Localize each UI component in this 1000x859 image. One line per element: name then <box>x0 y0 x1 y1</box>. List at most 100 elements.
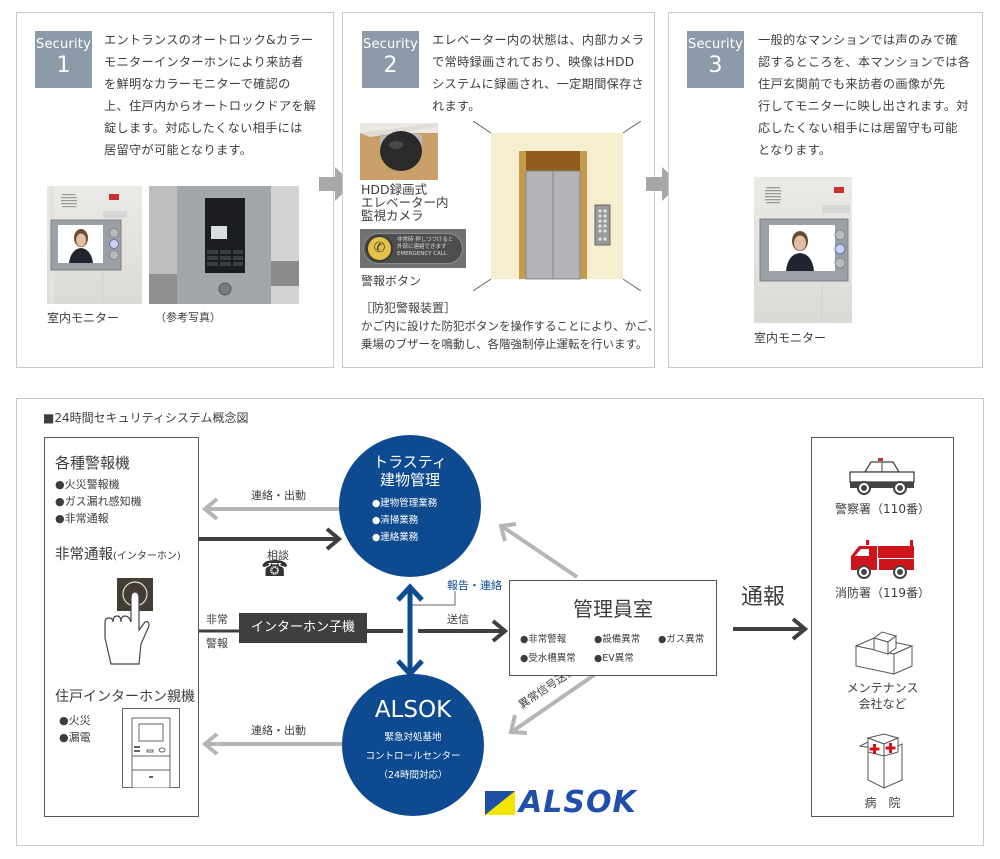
security-badge-2: Security 2 <box>362 31 419 88</box>
flow-arrow-right-icon <box>319 167 353 201</box>
manager-room-item: ●EV異常 <box>594 653 634 664</box>
desc-line: 認するところを、本マンションでは各 <box>758 55 971 69</box>
desc-line: となります。 <box>758 143 832 157</box>
manager-room-item: ●非常警報 <box>520 634 567 645</box>
alarms-items: ●火災警報機 ●ガス漏れ感知機 ●非常通報 <box>55 476 142 527</box>
alsok-line: （24時間対応） <box>378 770 448 781</box>
indoor-monitor-photo <box>47 186 142 304</box>
police-label: 警察署（110番） <box>835 502 930 516</box>
security-card-1: Security 1 エントランスのオートロック&カラー モニターインターホンに… <box>16 12 334 368</box>
police-car-icon <box>849 458 915 495</box>
device-desc-line: 乗場のブザーを鳴動し、各階強制停止運転を行います。 <box>361 337 648 351</box>
report-contact-label: 報告・連絡 <box>447 579 502 592</box>
security-badge-3: Security 3 <box>687 31 744 88</box>
desc-line: モニターインターホンにより来訪者 <box>104 55 304 69</box>
alarm-devices-box: 各種警報機 ●火災警報機 ●ガス漏れ感知機 ●非常通報 非常通報(インターホン)… <box>44 437 199 817</box>
contact-dispatch-top-label: 連絡・出動 <box>251 489 306 502</box>
intercom-master-unit-icon <box>122 708 180 788</box>
indoor-monitor-caption: 室内モニター <box>754 331 827 345</box>
indoor-monitor-caption: 室内モニター <box>47 311 120 325</box>
emergency-sub: (インターホン) <box>113 551 181 562</box>
alarm-button-photo: ✆ 非常時 押しつづけると 外部に連絡できます EMERGENCY CALL <box>360 229 466 268</box>
security-device-title: ［防犯警報装置］ <box>360 301 457 315</box>
diagram-title: ■24時間セキュリティシステム概念図 <box>43 411 249 425</box>
trusty-management-circle: トラスティ 建物管理 ●建物管理業務 ●清掃業務 ●連絡業務 <box>339 435 481 577</box>
desc-line: 居留守が可能となります。 <box>104 143 253 157</box>
desc-line: 応したくない相手には居留守も可能 <box>758 121 958 135</box>
badge-number: 1 <box>56 53 71 78</box>
badge-label: Security <box>688 37 743 52</box>
intercom-master-items: ●火災 ●漏電 <box>59 712 91 746</box>
badge-number: 2 <box>383 53 398 78</box>
caption-line: HDD録画式 <box>361 182 428 197</box>
alsok-line: 緊急対処基地 <box>384 732 442 743</box>
telephone-icon: ☎ <box>261 557 289 582</box>
device-desc-line: かご内に設けた防犯ボタンを操作することにより、かご、 <box>361 319 660 333</box>
notify-arrow <box>733 617 809 641</box>
caption-line: 監視カメラ <box>361 208 424 223</box>
desc-line: システムに録画され、一定期間保存さ <box>432 77 645 91</box>
alsok-logo-mark-icon <box>485 791 515 815</box>
security-card-3: Security 3 一般的なマンションでは声のみで確 認するところを、本マンシ… <box>668 12 983 368</box>
hospital-label: 病 院 <box>864 796 901 810</box>
alarm-text: EMERGENCY CALL <box>397 251 447 257</box>
emergency-alarm-line <box>199 619 509 643</box>
external-services-box: 警察署（110番） 消防署（119番） メンテナンス <box>811 437 954 817</box>
manager-room-title: 管理員室 <box>573 597 653 621</box>
manager-room-box: 管理員室 ●非常警報 ●設備異常 ●ガス異常 ●受水槽異常 ●EV異常 <box>509 580 717 676</box>
security-device-description: かご内に設けた防犯ボタンを操作することにより、かご、 乗場のブザーを鳴動し、各階… <box>361 317 659 353</box>
desc-line: で常時録画されており、映像はHDD <box>432 55 635 69</box>
alsok-control-center-circle: ALSOK 緊急対処基地 コントロールセンター （24時間対応） <box>342 674 484 816</box>
trusty-title-1: トラスティ <box>373 453 447 471</box>
alarm-item: ●ガス漏れ感知機 <box>55 495 142 508</box>
trusty-item: ●建物管理業務 <box>372 498 438 509</box>
desc-line: 行してモニターに映し出されます。対 <box>758 99 969 113</box>
desc-line: を鮮明なカラーモニターで確認の <box>104 77 291 91</box>
intercom-item: ●漏電 <box>59 731 91 744</box>
card-description: 一般的なマンションでは声のみで確 認するところを、本マンションでは各 住戸玄関前… <box>758 29 983 161</box>
contact-dispatch-bottom-arrow <box>201 732 347 756</box>
elevator-illustration <box>473 121 641 291</box>
notify-label: 通報 <box>741 585 786 610</box>
caption-line: エレベーター内 <box>361 195 449 210</box>
security-card-2: Security 2 エレベーター内の状態は、内部カメラ で常時録画されており、… <box>342 12 659 368</box>
alsok-logo: ALSOK <box>485 786 661 820</box>
alarm-item: ●火災警報機 <box>55 478 120 491</box>
security-badge-1: Security 1 <box>35 31 92 88</box>
reference-photo-caption: （参考写真） <box>155 311 221 324</box>
desc-line: 錠します。対応したくない相手には <box>104 121 303 135</box>
diagram-connectors <box>199 497 809 756</box>
alarm-item: ●非常通報 <box>55 512 109 525</box>
hospital-icon <box>858 733 903 789</box>
emergency-title: 非常通報 <box>55 547 113 563</box>
indoor-monitor-photo <box>754 177 852 323</box>
alarms-title: 各種警報機 <box>55 454 131 472</box>
maintenance-label: メンテナンス 会社など <box>812 680 953 712</box>
badge-number: 3 <box>708 53 723 78</box>
alarm-text: 非常時 押しつづけると <box>397 237 454 243</box>
alsok-line: コントロールセンター <box>365 751 461 762</box>
desc-line: 住戸玄関前でも来訪者の画像が先 <box>758 77 946 91</box>
emergency-call-title: 非常通報(インターホン) <box>55 543 181 564</box>
intercom-master-title: 住戸インターホン親機 <box>55 689 195 705</box>
manager-room-item: ●受水槽異常 <box>520 653 576 664</box>
emergency-label-2: 警報 <box>206 637 228 650</box>
contact-dispatch-top-arrow <box>201 497 347 521</box>
card-description: エントランスのオートロック&カラー モニターインターホンにより来訪者 を鮮明なカ… <box>104 29 334 161</box>
entrance-panel-photo <box>149 186 299 304</box>
phone-icon: ✆ <box>366 235 393 262</box>
desc-line: 上、住戸内からオートロックドアを解 <box>104 99 317 113</box>
push-button-hand-icon <box>104 578 153 665</box>
consult-arrow <box>199 527 343 551</box>
badge-label: Security <box>363 37 418 52</box>
dome-camera-photo <box>360 123 438 180</box>
manager-to-trusty-arrow <box>498 522 579 579</box>
intercom-child-label: インターホン子機 <box>250 620 355 635</box>
maintenance-line: メンテナンス <box>846 681 919 695</box>
desc-line: 一般的なマンションでは声のみで確 <box>758 33 958 47</box>
abnormal-signal-arrow <box>508 671 599 735</box>
intercom-item: ●火災 <box>59 714 91 727</box>
alsok-title: ALSOK <box>374 697 452 723</box>
contact-dispatch-bottom-label: 連絡・出動 <box>251 724 306 737</box>
flow-arrow-right-icon <box>646 167 680 201</box>
